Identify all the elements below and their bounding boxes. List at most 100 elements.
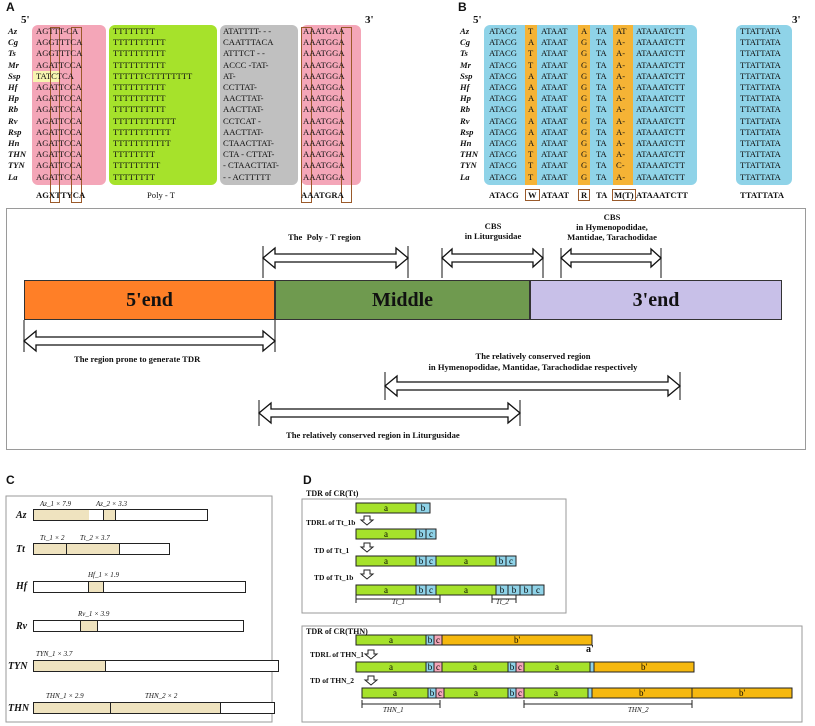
panel-c-repeat-fill [88, 582, 104, 592]
seq-cell: A- [616, 48, 626, 59]
seq-cell: TA [596, 138, 607, 149]
segment-b: b [415, 584, 427, 596]
seq-cell: TA [596, 82, 607, 93]
panel-a-column-box-2 [71, 27, 82, 203]
seq-cell: AACTTAT- [223, 104, 264, 115]
svg-text:a: a [384, 503, 388, 513]
seq-cell: G [581, 93, 588, 104]
seq-cell: AGTTT-CA [36, 26, 79, 36]
panel-b-cons-c8: TTATTATA [740, 190, 785, 200]
panel-d-thn-row-label: TDRL of THN_1 [310, 650, 365, 659]
panel-c-repeat-label: THN_2 × 2 [145, 692, 178, 700]
species-label: Ssp [8, 70, 21, 81]
seq-cell: ATACG [489, 138, 517, 149]
panel-c-row-name: Az [16, 510, 27, 521]
seq-cell: AGATTCCA [36, 115, 82, 126]
seq-cell: - - ACTTTTT [223, 171, 271, 182]
panel-a-gray-block [220, 25, 298, 185]
seq-cell: G [581, 171, 588, 182]
seq-cell: A- [616, 104, 626, 115]
seq-cell: ATAAT [541, 126, 568, 137]
segment-a: a [355, 661, 427, 673]
down-arrow-icon [363, 649, 379, 660]
seq-cell: AAATGGA [303, 93, 345, 104]
seq-cell: TTTTTTTTTT [113, 37, 166, 48]
svg-text:c: c [518, 688, 522, 698]
panel-d-tt-row-label: TD of Tt_1 [314, 546, 350, 555]
seq-cell: ATTTCT - - [223, 48, 265, 59]
panel-d-thn-bracket-label: THN_1 [383, 706, 404, 714]
seq-cell: TTATTATA [740, 138, 781, 149]
svg-text:a: a [384, 585, 388, 595]
seq-cell: T [528, 160, 534, 171]
seq-cell: AGATTCCA [36, 138, 82, 149]
seq-cell: ATAAT [541, 93, 568, 104]
segment-b: b [519, 584, 533, 596]
svg-text:a: a [384, 556, 388, 566]
seq-cell: A- [616, 82, 626, 93]
panel-a-letter: A [6, 0, 15, 14]
species-label: Rv [460, 115, 470, 126]
seq-cell: ATACG [489, 48, 517, 59]
seq-cell: G [581, 37, 588, 48]
seq-cell: TTATTATA [740, 59, 781, 70]
seq-cell: AGATTCCA [36, 59, 82, 70]
panel-a-five-prime: 5' [21, 14, 30, 26]
seq-cell: ATACG [489, 171, 517, 182]
seq-cell: TTATTATA [740, 37, 781, 48]
species-label: La [460, 171, 470, 182]
seq-cell: TTTTTTTT [113, 26, 155, 36]
seq-cell: ATAAATCTT [636, 104, 685, 115]
species-label: Cg [8, 37, 19, 48]
seq-cell: CTAACTTAT- [223, 138, 274, 149]
seq-cell: A- [616, 171, 626, 182]
species-label: Hn [460, 138, 472, 149]
panel-b-blue-block-end [736, 25, 792, 185]
seq-cell: ATACG [489, 37, 517, 48]
seq-cell: AGATTCCA [36, 160, 82, 171]
range-bracket [491, 595, 517, 603]
seq-cell: ATAAATCTT [636, 26, 685, 36]
segment-b: b [425, 634, 435, 646]
down-arrow-icon [359, 542, 375, 553]
seq-cell: TTATTATA [740, 93, 781, 104]
panel-c-repeat-label: Az_2 × 3.3 [96, 500, 127, 508]
segment-c: c [433, 661, 443, 673]
svg-text:b: b [500, 585, 505, 595]
species-label: TYN [460, 160, 477, 171]
species-label: THN [460, 149, 479, 160]
species-label: Mr [460, 59, 471, 70]
panel-c-row-name: Tt [16, 544, 25, 555]
seq-cell: AGATTCCA [36, 82, 82, 93]
seq-cell: ATAAT [541, 104, 568, 115]
svg-text:b: b [419, 585, 424, 595]
range-bracket [355, 595, 441, 603]
panel-c-bar [33, 581, 246, 593]
panel-b-orange-col-3 [613, 25, 633, 185]
svg-text:a: a [393, 688, 397, 698]
seq-cell: ATAAT [541, 82, 568, 93]
seq-cell: G [581, 126, 588, 137]
seq-cell: ATAAATCTT [636, 138, 685, 149]
seq-cell: TTTTTTTT [113, 171, 155, 182]
segment-a: a [443, 687, 509, 699]
seq-cell: ATAAATCTT [636, 70, 685, 81]
seq-cell: TTTTTTCTTTTTTTT [113, 70, 193, 81]
segment-a: a [355, 502, 417, 514]
panel-d-tt-bracket-label: Tt_1 [392, 598, 405, 606]
panel-a-pink-block-left [32, 25, 106, 185]
svg-text:b: b [430, 688, 435, 698]
seq-cell: G [581, 138, 588, 149]
panel-d-tt-frame [301, 498, 567, 614]
segment-a: a [361, 687, 429, 699]
seq-cell: G [581, 82, 588, 93]
panel-c-repeat-divider [66, 543, 67, 555]
svg-text:b: b [419, 556, 424, 566]
segment-b: b [415, 555, 427, 567]
seq-cell: ATAAATCTT [636, 115, 685, 126]
seq-cell: A [528, 115, 535, 126]
